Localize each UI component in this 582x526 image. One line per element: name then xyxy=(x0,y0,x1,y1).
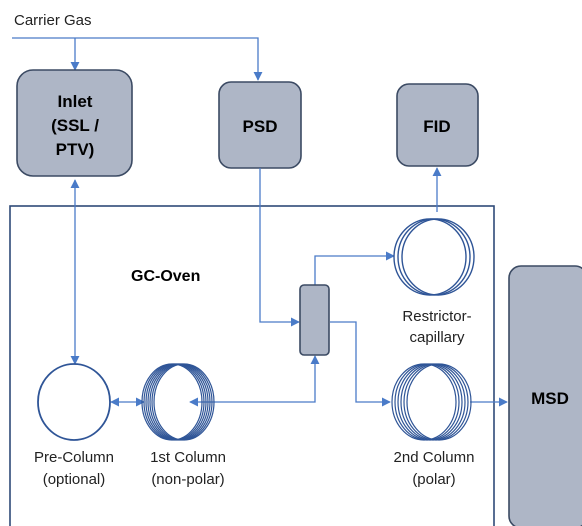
switch-unit[interactable] xyxy=(299,284,330,356)
switch-restrictor-line xyxy=(314,251,395,286)
second-column-coil[interactable] xyxy=(391,363,472,441)
inlet-label-line1: Inlet xyxy=(58,92,93,111)
pre-column-coil[interactable] xyxy=(37,363,111,441)
gc-oven-label: GC-Oven xyxy=(131,268,200,285)
carrier-gas-label: Carrier Gas xyxy=(14,12,92,29)
first-column-label-line2: (non-polar) xyxy=(151,471,224,488)
pre-column-label-line2: (optional) xyxy=(43,471,106,488)
psd-switch-line xyxy=(259,168,300,327)
psd-label: PSD xyxy=(243,117,278,136)
carrier-gas-lines xyxy=(12,37,263,81)
first-column-label-line1: 1st Column xyxy=(150,449,226,466)
switch-secondcolumn-line xyxy=(330,321,391,407)
inlet-box[interactable] xyxy=(16,69,133,177)
restrictor-label-line1: Restrictor- xyxy=(402,308,471,325)
inlet-label-line2: (SSL / xyxy=(51,116,99,135)
second-column-label-line1: 2nd Column xyxy=(394,449,475,466)
msd-label: MSD xyxy=(531,389,569,408)
fid-box[interactable] xyxy=(396,83,479,167)
restrictor-capillary-coil[interactable] xyxy=(393,218,475,296)
inlet-label-line3: PTV) xyxy=(56,140,95,159)
flow-lines xyxy=(70,167,508,407)
fid-label: FID xyxy=(423,117,450,136)
msd-box[interactable] xyxy=(508,265,582,526)
gc-oven-frame xyxy=(9,205,495,526)
restrictor-label-line2: capillary xyxy=(409,329,465,346)
pre-column-label-line1: Pre-Column xyxy=(34,449,114,466)
second-column-label-line2: (polar) xyxy=(412,471,455,488)
firstcolumn-switch-line xyxy=(189,355,320,407)
first-column-coil[interactable] xyxy=(141,363,215,441)
